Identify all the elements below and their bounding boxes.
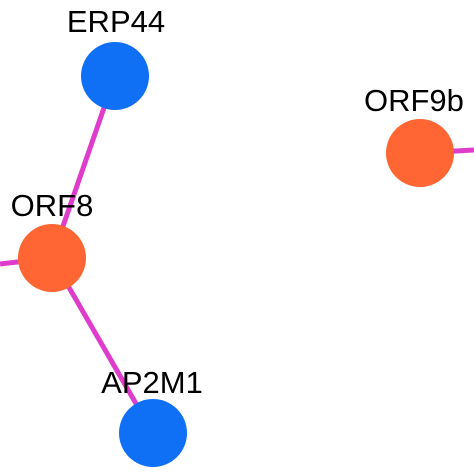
labels-layer: ERP44 ORF8 AP2M1 ORF9b (11, 4, 464, 400)
nodes-layer (18, 42, 454, 467)
node-label-orf9b: ORF9b (364, 83, 464, 118)
node-orf8[interactable] (18, 224, 86, 292)
node-erp44[interactable] (81, 42, 149, 110)
node-ap2m1[interactable] (119, 399, 187, 467)
node-label-erp44: ERP44 (67, 4, 165, 39)
node-label-ap2m1: AP2M1 (101, 365, 203, 400)
node-orf9b[interactable] (386, 119, 454, 187)
node-label-orf8: ORF8 (11, 188, 94, 223)
